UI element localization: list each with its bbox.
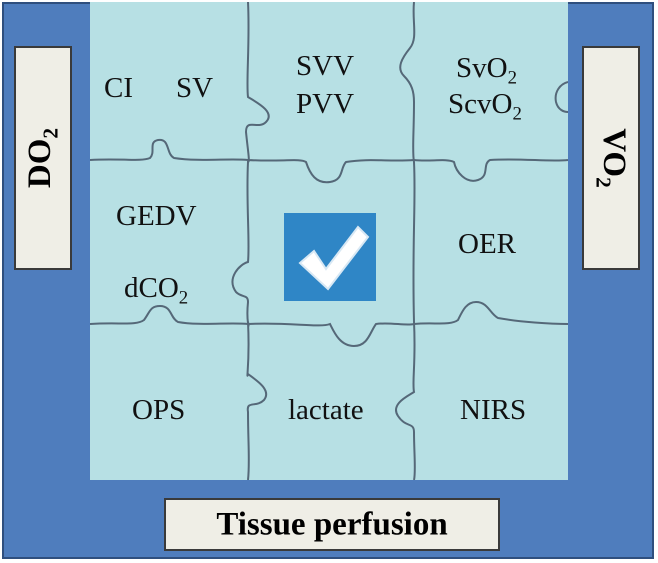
tissue-perfusion-label: Tissue perfusion — [216, 506, 448, 543]
puzzle-edge-v2 — [395, 2, 416, 480]
dco2-sub: 2 — [178, 287, 189, 309]
dco2-main: dCO — [124, 272, 179, 304]
piece-lactate: lactate — [288, 394, 364, 426]
puzzle-edge-h1 — [90, 138, 568, 184]
piece-ci: CI — [104, 72, 133, 104]
puzzle-lines — [90, 2, 568, 480]
puzzle-edge-v1 — [231, 2, 270, 480]
scvo2-main: ScvO — [448, 88, 513, 120]
piece-svv: SVV — [296, 50, 355, 82]
puzzle-edge-right-tab — [554, 81, 568, 113]
puzzle-edge-h2 — [90, 300, 568, 348]
do2-sub: 2 — [38, 127, 63, 139]
checkmark-icon — [298, 225, 370, 291]
piece-pvv: PVV — [296, 88, 355, 120]
vo2-box — [582, 46, 640, 270]
piece-dco2: dCO2 — [124, 274, 188, 308]
vo2-main: VO — [595, 128, 632, 178]
do2-box — [14, 46, 72, 270]
tissue-perfusion-box — [164, 498, 500, 551]
piece-oer: OER — [458, 228, 516, 260]
center-checkmark-tile — [284, 213, 376, 301]
scvo2-sub: 2 — [512, 103, 522, 125]
piece-sv: SV — [176, 72, 214, 104]
piece-svo2: SvO2 — [456, 54, 517, 88]
svo2-sub: 2 — [507, 67, 517, 89]
do2-label: DO2 — [22, 127, 63, 189]
vo2-label: VO2 — [591, 128, 632, 188]
do2-main: DO — [22, 138, 59, 189]
svo2-main: SvO — [456, 52, 508, 84]
piece-gedv: GEDV — [116, 200, 197, 232]
vo2-sub: 2 — [591, 177, 616, 188]
piece-scvo2: ScvO2 — [448, 90, 522, 124]
piece-nirs: NIRS — [460, 394, 527, 426]
piece-ops: OPS — [132, 394, 186, 426]
